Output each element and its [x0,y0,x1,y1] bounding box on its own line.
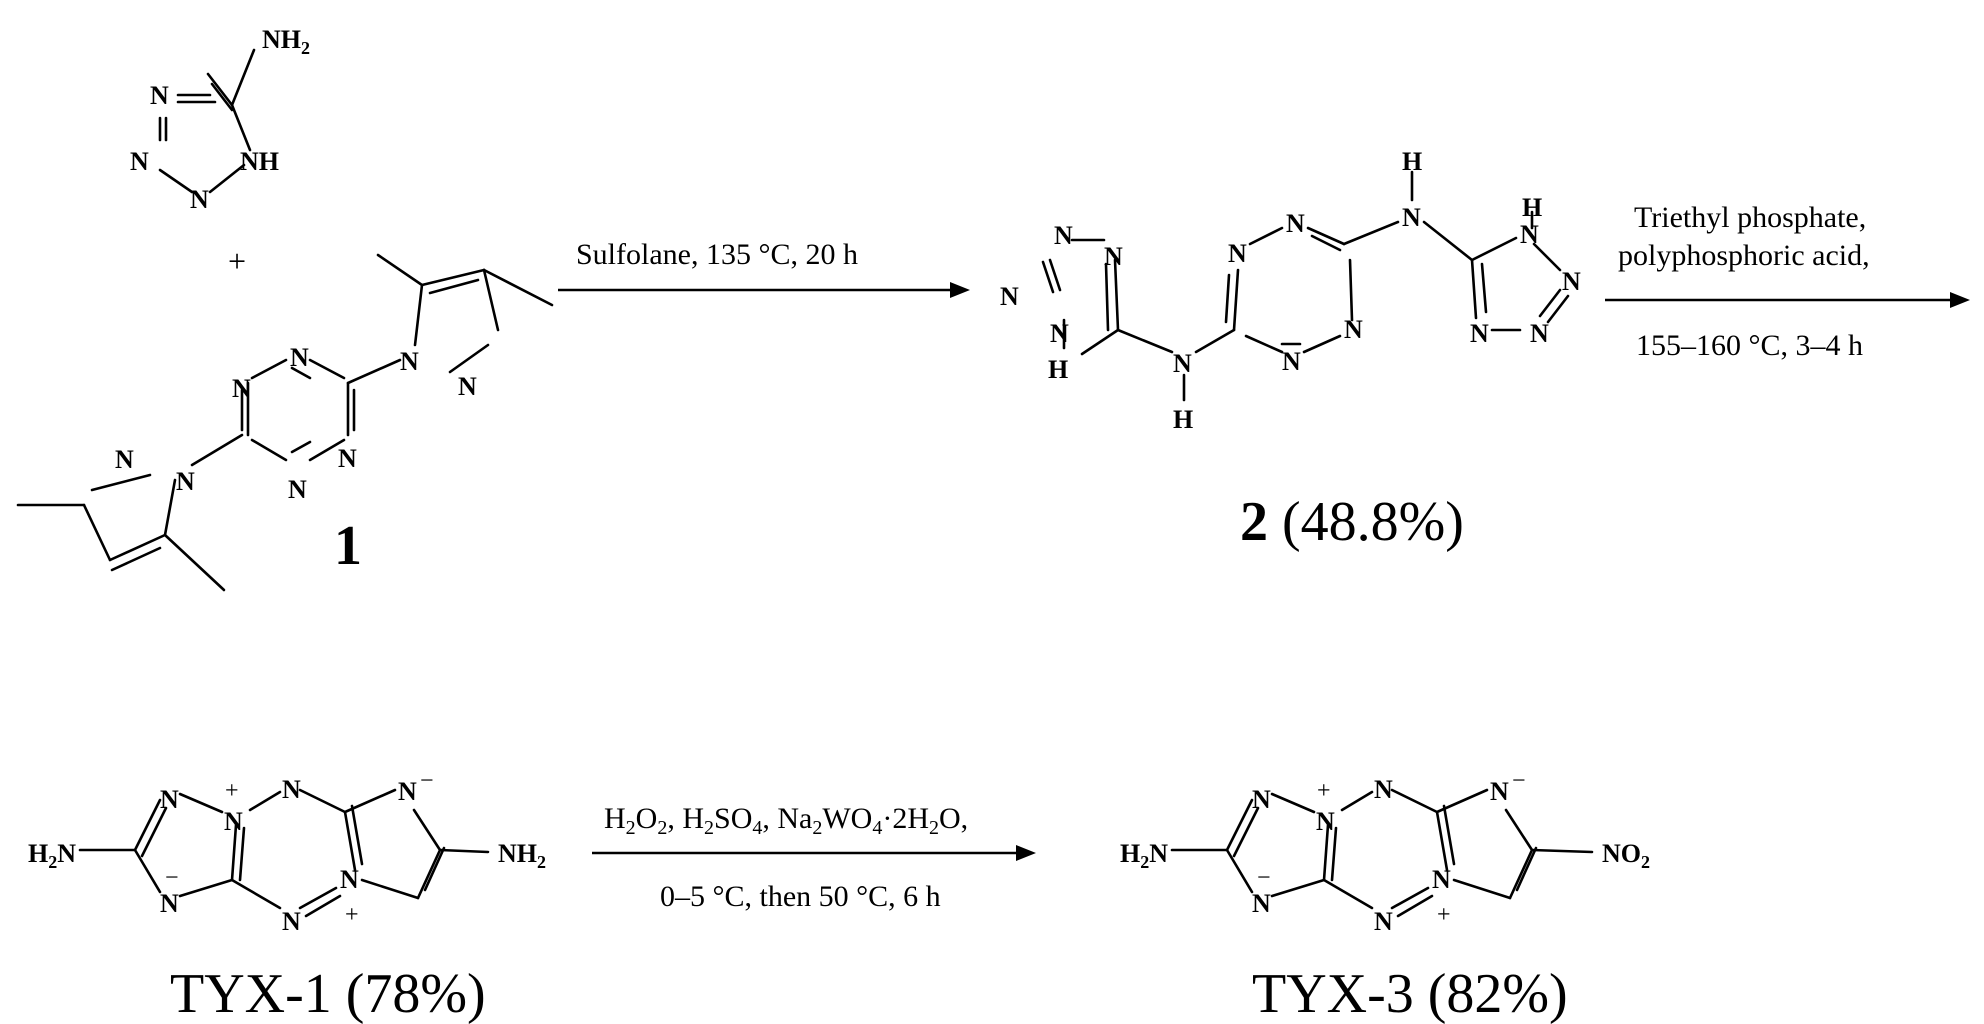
arrowhead-1 [950,282,970,298]
compound-2-yield: (48.8%) [1282,491,1464,553]
atom-n: N [150,81,169,110]
charge-plus: + [225,778,239,804]
atom-n: N [1050,319,1069,348]
compound-1-structure: N N N N N N N N 1 [16,253,554,592]
charge-plus: + [1437,902,1451,928]
atom-n: N [190,185,209,214]
atom-n: N [398,777,417,806]
atom-n: N [288,475,307,504]
compound-2-number: 2 [1240,491,1268,553]
tyx1-structure: H2N N N − N + N N N + N − NH2 TYX-1 (78%… [28,768,546,1024]
atom-h: H [1173,405,1193,434]
step2-line1: Triethyl phosphate, [1634,201,1866,234]
atom-n: N [1252,785,1271,814]
atom-n: N [1374,775,1393,804]
atom-n: N [1286,209,1305,238]
atom-n: N [1054,221,1073,250]
atom-n: N [1252,889,1271,918]
charge-plus: + [1317,778,1331,804]
step2-line3: 155–160 °C, 3–4 h [1636,329,1863,362]
charge-minus: − [1512,768,1526,794]
atom-n: N [1470,319,1489,348]
atom-n: N [338,444,357,473]
atom-h: H [1522,193,1542,222]
charge-plus: + [345,902,359,928]
charge-minus: − [420,768,434,794]
charge-minus: − [1257,865,1271,891]
atom-n: N [1316,807,1335,836]
atom-n: N [1344,315,1363,344]
atom-n: N [1173,349,1192,378]
atom-n: N [130,147,149,176]
nh-label: NH [240,147,279,176]
tyx3-structure: H2N N N − N + N N N + N − NO2 TYX-3 (82%… [1120,768,1650,1024]
atom-n: N [224,807,243,836]
atom-n: N [282,775,301,804]
atom-h: H [1048,355,1068,384]
tyx3-label: TYX-3 (82%) [1252,963,1568,1024]
h2n-label: H2N [28,839,76,872]
h2n-label: H2N [1120,839,1168,872]
atom-n: N [1432,865,1451,894]
atom-n: N [340,865,359,894]
step1-conditions: Sulfolane, 135 °C, 20 h [576,238,858,271]
nh2-label: NH2 [262,25,310,58]
aminotetrazole-structure: NH2 N NH N N [130,25,310,214]
atom-n: N [1282,347,1301,376]
atom-n: N [1228,239,1247,268]
compound-2-structure: N N N N H N H N N N N N H H N N N N 2 (4… [1000,147,1581,553]
arrowhead-3 [1016,845,1036,861]
atom-n: N [160,785,179,814]
charge-minus: − [165,865,179,891]
atom-n: N [1402,203,1421,232]
arrowhead-2 [1950,292,1970,308]
atom-n: N [232,374,251,403]
atom-n: N [1104,242,1123,271]
atom-n: N [1530,319,1549,348]
no2-label: NO2 [1602,839,1650,872]
atom-n: N [1490,777,1509,806]
step3-line2: 0–5 °C, then 50 °C, 6 h [660,880,941,913]
atom-n: N [400,347,419,376]
atom-n: N [176,467,195,496]
atom-n: N [458,372,477,401]
atom-n: N [290,343,309,372]
atom-n: N [1000,282,1019,311]
atom-n: N [282,907,301,936]
nh2-label: NH2 [498,839,546,872]
atom-n: N [1562,267,1581,296]
step3-line1: H2O2, H2SO4, Na2WO4·2H2O, [604,802,968,839]
atom-n: N [1374,907,1393,936]
atom-n: N [1520,220,1539,249]
compound-1-number: 1 [334,515,362,577]
tyx1-label: TYX-1 (78%) [170,963,486,1024]
atom-n: N [160,889,179,918]
plus-sign: + [228,243,246,279]
atom-n: N [115,445,134,474]
step2-line2: polyphosphoric acid, [1618,239,1870,272]
atom-h: H [1402,147,1422,176]
